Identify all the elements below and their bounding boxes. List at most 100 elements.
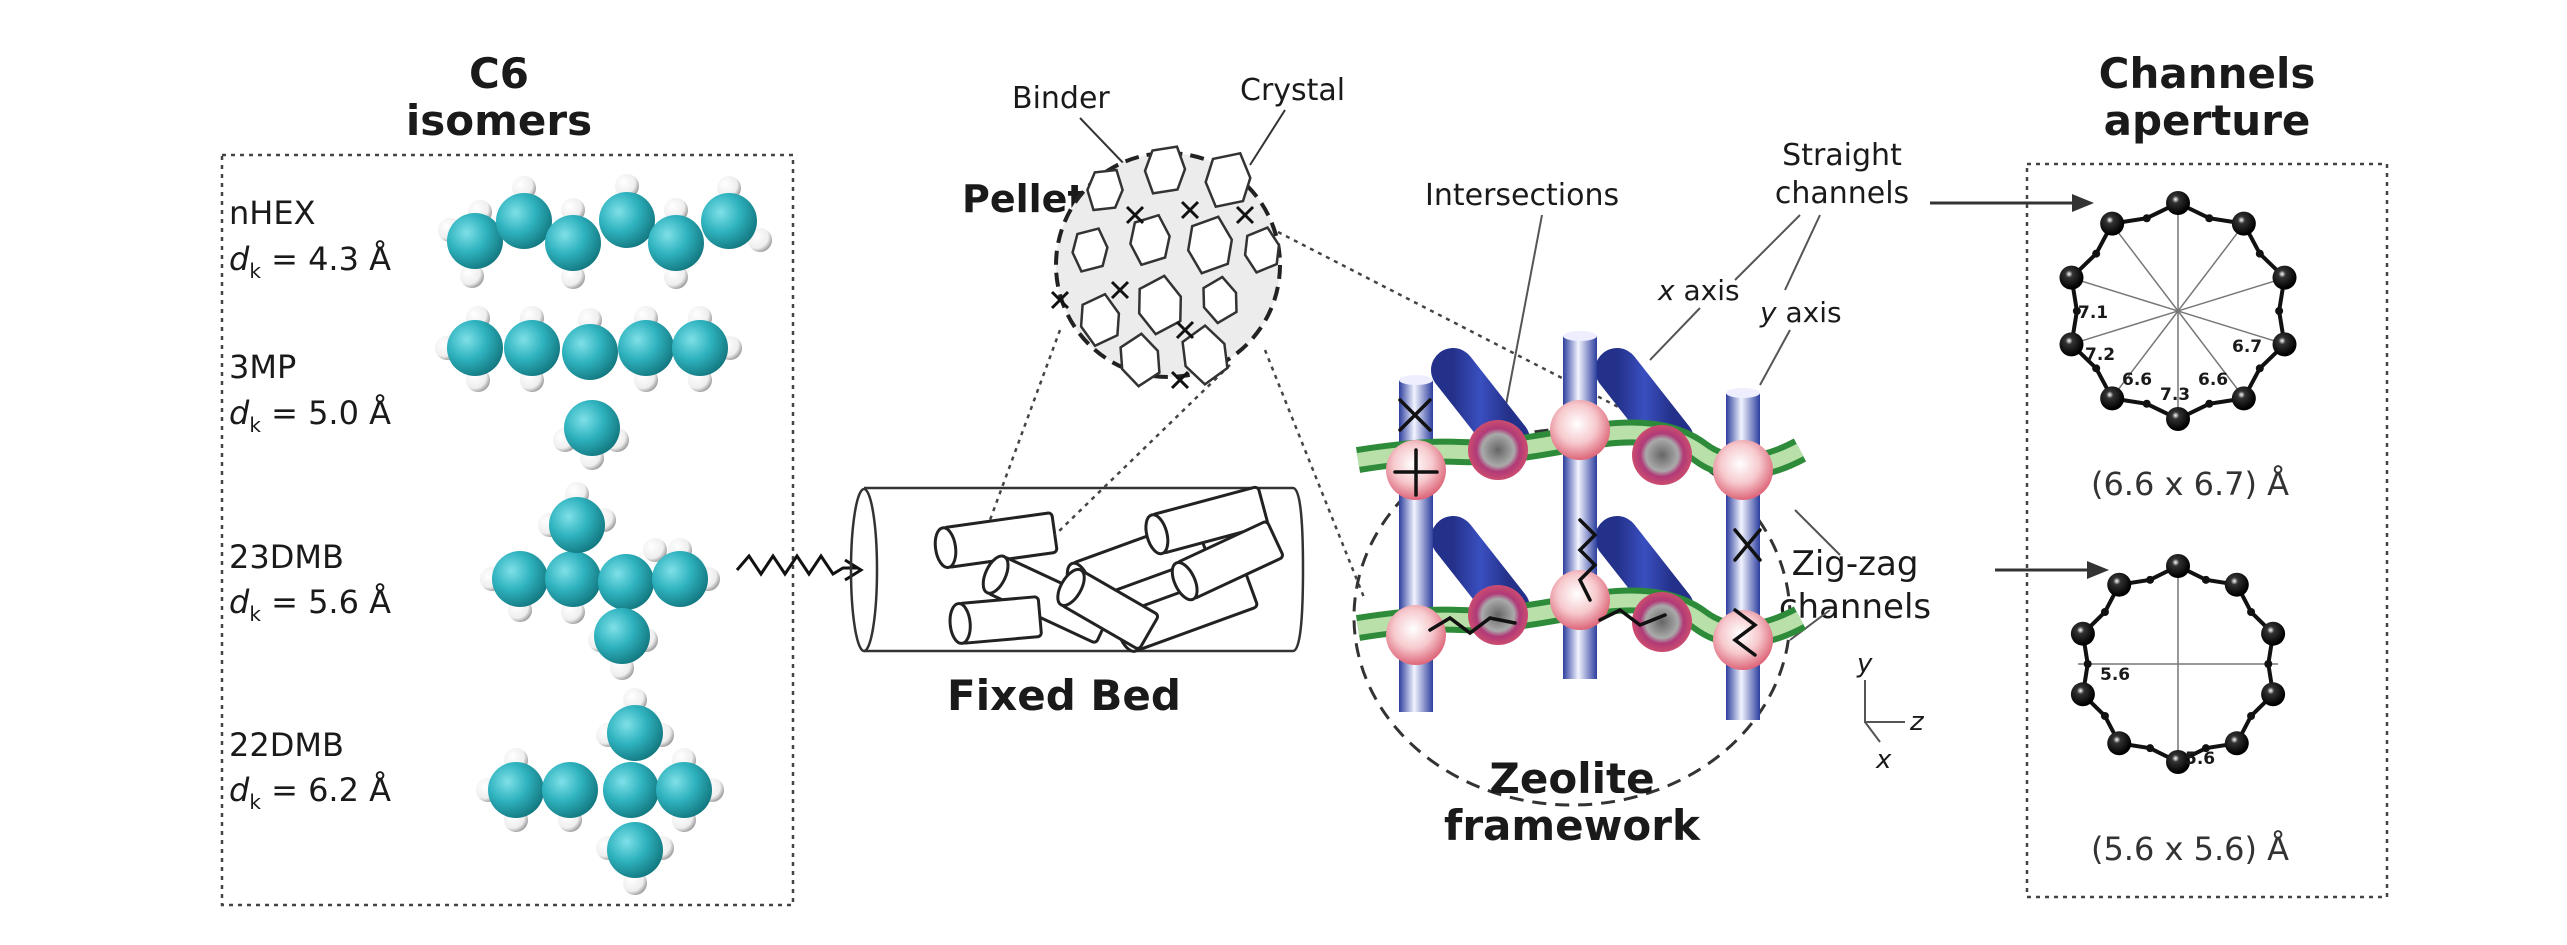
carbon-atom (607, 822, 663, 878)
distance-label: 5.6 (2100, 665, 2130, 685)
aperture-title-line1: Channels (2099, 49, 2316, 98)
oxygen-atom (2100, 386, 2125, 411)
intersection (1386, 605, 1446, 665)
nhex-molecule-icon (438, 174, 772, 289)
oxygen-atom (2070, 621, 2095, 646)
distance-label: 6.7 (2232, 337, 2262, 357)
silicon-atom (2201, 575, 2210, 584)
oxygen-atom (2261, 621, 2286, 646)
silicon-atom (2142, 214, 2151, 223)
intersection (1632, 425, 1692, 485)
isomer-name: 23DMB (229, 538, 344, 576)
intersections-label: Intersections (1425, 178, 1619, 213)
carbon-atom (545, 551, 601, 607)
silicon-atom (2205, 399, 2214, 408)
isomer-23dmb: 23DMB dk = 5.6 Å (229, 482, 720, 680)
axis-x-label: x (1875, 745, 1892, 775)
silicon-atom (2247, 712, 2256, 721)
x-axis-channel-label: x axis (1657, 274, 1740, 307)
oxygen-atom (2166, 191, 2190, 215)
hydrogen-atom (615, 174, 639, 198)
crystal-label: Crystal (1240, 73, 1345, 108)
hydrogen-atom (643, 538, 667, 562)
zeolite-leader-lines (1504, 214, 1841, 641)
pellet-cylinder (1170, 520, 1284, 602)
silicon-atom (2201, 744, 2210, 753)
isomers-title-line2: isomers (406, 96, 592, 145)
axis-z-label: z (1909, 707, 1925, 737)
straight-channel-ring (2059, 191, 2297, 431)
carbon-atom (618, 320, 674, 376)
intersection (1713, 610, 1773, 670)
distance-label: 5.6 (2185, 749, 2215, 769)
intersection (1632, 592, 1692, 652)
distance-label: 6.6 (2198, 370, 2228, 390)
binder-leader-line (1079, 117, 1129, 169)
fixed-bed-label: Fixed Bed (947, 671, 1181, 720)
carbon-atom (656, 762, 712, 818)
pellet-label: Pellet (962, 177, 1086, 221)
hydrogen-atom (748, 228, 772, 252)
channel-top (1399, 375, 1433, 385)
zeolite-label-line1: Zeolite (1489, 754, 1654, 803)
crystal (1202, 275, 1238, 325)
hydrogen-atom (664, 265, 688, 289)
zigzag-channels-label-line1: Zig-zag (1792, 544, 1919, 584)
straight-aperture-label: (6.6 x 6.7) Å (2091, 465, 2289, 503)
pellet-end (948, 602, 972, 645)
carbon-atom (652, 551, 708, 607)
carbon-atom (648, 215, 704, 271)
isomer-name: nHEX (229, 194, 315, 232)
crystal (1181, 323, 1229, 387)
oxygen-atom (2231, 211, 2256, 236)
zeolite-channel-network (1355, 331, 1807, 720)
pellet-end (1056, 567, 1086, 608)
wavy-arrow-icon (735, 553, 864, 582)
straight-channels-label-line2: channels (1775, 176, 1909, 211)
hydrocarbon-molecule-icon (1393, 448, 1439, 497)
carbon-atom (562, 324, 618, 380)
pellet-end (1144, 513, 1170, 556)
carbon-atom (564, 400, 620, 456)
adsorbed-molecule-icon (1110, 280, 1130, 300)
carbon-atom (447, 320, 503, 376)
hydrocarbon-molecule-icon (1398, 398, 1432, 432)
y-axis-channel-label: y axis (1759, 296, 1842, 329)
carbon-atom (496, 193, 552, 249)
pellet-cylinder (1056, 567, 1160, 650)
silicon-atom (2146, 575, 2155, 584)
oxygen-atom (2100, 211, 2125, 236)
hydrocarbon-molecule-icon (1428, 615, 1517, 636)
isomer-nhex: nHEX dk = 4.3 Å (229, 174, 772, 289)
silicon-atom (2255, 249, 2264, 258)
hydrocarbon-molecule-icon (1733, 528, 1762, 562)
silicon-atom (2100, 607, 2109, 616)
zigzag-channels-label-line2: channels (1779, 587, 1931, 627)
silicon-atom (2146, 744, 2155, 753)
carbon-atom (701, 193, 757, 249)
ring1-distance-labels: 7.1 7.2 6.6 7.3 6.6 6.7 (2078, 303, 2262, 405)
packed-pellets (933, 485, 1284, 653)
intersection (1550, 570, 1610, 630)
crystal (1086, 168, 1124, 212)
crystal (1079, 292, 1121, 348)
isomer-name: 22DMB (229, 726, 344, 764)
hydrocarbon-molecule-icon (1732, 608, 1758, 657)
pellet-cylinder (948, 595, 1043, 645)
fixed-bed-column (849, 485, 1305, 653)
channel-top (1726, 388, 1760, 398)
crystal (1243, 226, 1281, 274)
ring2-distance-labels: 5.6 5.6 (2100, 665, 2215, 769)
straight-channels-label-line1: Straight (1782, 138, 1902, 173)
intersection (1468, 585, 1528, 645)
carbon-atom (447, 213, 503, 269)
distance-label: 6.6 (2122, 370, 2152, 390)
carbon-atom (504, 320, 560, 376)
crystal (1129, 213, 1171, 267)
crystals (1050, 145, 1281, 390)
22dmb-molecule-icon (476, 688, 724, 895)
carbon-atom (549, 497, 605, 553)
pellet-cylinder (933, 511, 1059, 570)
